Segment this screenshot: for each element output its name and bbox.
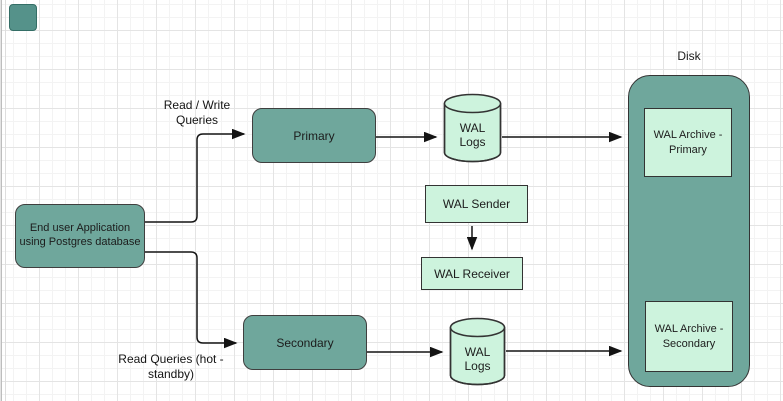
- read-queries-hot-standby-label: Read Queries (hot - standby): [118, 352, 224, 381]
- end-user-app-label: End user Application using Postgres data…: [19, 222, 141, 248]
- canvas-left-edge-inner: [5, 0, 6, 401]
- wal-archive-primary-label: WAL Archive - Primary: [653, 129, 723, 156]
- wal-logs-primary-label: WAL Logs: [459, 120, 486, 149]
- wal-logs-secondary-label: WAL Logs: [464, 344, 491, 373]
- end-user-app-node[interactable]: End user Application using Postgres data…: [15, 204, 145, 268]
- read-write-queries-label: Read / Write Queries: [163, 98, 231, 127]
- wal-archive-secondary-node[interactable]: WAL Archive - Secondary: [645, 301, 733, 372]
- cylinder-shape: [443, 93, 502, 163]
- cylinder-shape: [449, 317, 506, 386]
- secondary-node[interactable]: Secondary: [243, 315, 367, 370]
- wal-logs-secondary-cylinder[interactable]: WAL Logs: [449, 317, 506, 386]
- wal-sender-label: WAL Sender: [442, 197, 511, 211]
- canvas-left-edge: [1, 0, 2, 401]
- primary-node[interactable]: Primary: [252, 108, 376, 163]
- primary-label: Primary: [293, 128, 335, 143]
- corner-shape[interactable]: [9, 4, 37, 31]
- secondary-label: Secondary: [276, 335, 334, 350]
- disk-label: Disk: [677, 49, 701, 63]
- wal-sender-node[interactable]: WAL Sender: [425, 185, 528, 223]
- wal-archive-primary-node[interactable]: WAL Archive - Primary: [644, 108, 732, 177]
- connector-app-to-secondary: [145, 251, 238, 349]
- wal-receiver-node[interactable]: WAL Receiver: [421, 257, 523, 290]
- wal-receiver-label: WAL Receiver: [434, 266, 510, 281]
- wal-logs-primary-cylinder[interactable]: WAL Logs: [443, 93, 502, 163]
- connector-app-to-primary: [145, 128, 246, 223]
- wal-archive-secondary-label: WAL Archive - Secondary: [654, 323, 724, 350]
